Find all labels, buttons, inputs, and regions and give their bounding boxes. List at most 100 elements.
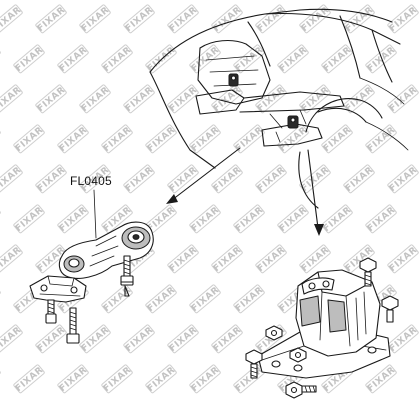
bolt-icon: [265, 325, 283, 341]
watermark-text: FIXAR: [322, 125, 354, 154]
watermark-text: FIXAR: [80, 325, 112, 354]
watermark-stamp: FIXAR: [387, 324, 419, 354]
watermark-stamp: FIXAR: [145, 124, 178, 154]
watermark-stamp: FIXAR: [277, 44, 309, 74]
watermark-stamp: FIXAR: [13, 44, 45, 74]
watermark-text: FIXAR: [212, 325, 244, 354]
watermark-stamp: FIXAR: [123, 324, 156, 354]
watermark-text: FIXAR: [124, 325, 156, 354]
watermark-stamp: FIXAR: [167, 324, 199, 354]
watermark-stamp: FIXAR: [167, 164, 200, 194]
watermark-stamp: FIXAR: [57, 364, 90, 394]
watermark-text: FIXAR: [58, 365, 90, 394]
watermark-stamp: FIXAR: [233, 204, 266, 234]
watermark-text: FIXAR: [0, 45, 1, 74]
watermark-text: FIXAR: [0, 205, 1, 234]
watermark-text: FIXAR: [80, 85, 112, 114]
watermark-stamp: FIXAR: [0, 164, 23, 194]
bolt-icon: [245, 349, 263, 379]
watermark-stamp: FIXAR: [101, 124, 134, 154]
watermark-stamp: FIXAR: [13, 204, 45, 234]
watermark-stamp: FIXAR: [321, 124, 354, 154]
watermark-text: FIXAR: [388, 5, 420, 34]
watermark-stamp: FIXAR: [0, 204, 1, 234]
watermark-text: FIXAR: [168, 5, 200, 34]
watermark-stamp: FIXAR: [0, 244, 23, 274]
watermark-stamp: FIXAR: [343, 164, 376, 194]
watermark-text: FIXAR: [344, 165, 376, 194]
watermark-text: FIXAR: [168, 165, 200, 194]
watermark-stamp: FIXAR: [0, 84, 23, 114]
watermark-stamp: FIXAR: [189, 204, 222, 234]
watermark-text: FIXAR: [278, 205, 310, 234]
bolt-icon: [45, 299, 57, 324]
watermark-text: FIXAR: [234, 205, 266, 234]
watermark-text: FIXAR: [58, 45, 90, 74]
watermark-text: FIXAR: [190, 205, 222, 234]
watermark-text: FIXAR: [146, 285, 178, 314]
watermark-stamp: FIXAR: [277, 124, 309, 154]
watermark-stamp: FIXAR: [387, 244, 419, 274]
pointer-arrow-left: [166, 147, 241, 204]
watermark-stamp: FIXAR: [211, 244, 243, 274]
watermark-stamp: FIXAR: [387, 4, 420, 34]
watermark-stamp: FIXAR: [0, 124, 1, 154]
watermark-stamp: FIXAR: [0, 284, 1, 314]
mounting-bracket: [29, 275, 87, 303]
watermark-text: FIXAR: [102, 45, 134, 74]
watermark-text: FIXAR: [322, 45, 354, 74]
watermark-stamp: FIXAR: [35, 164, 68, 194]
watermark-text: FIXAR: [0, 5, 23, 34]
watermark-text: FIXAR: [14, 125, 46, 154]
watermark-stamp: FIXAR: [13, 364, 46, 394]
watermark-stamp: FIXAR: [299, 244, 332, 274]
watermark-text: FIXAR: [388, 165, 420, 194]
transmission-mount: [257, 269, 391, 379]
watermark-text: FIXAR: [0, 165, 23, 194]
watermark-text: FIXAR: [102, 365, 134, 394]
part-leader-line: [93, 189, 97, 239]
watermark-stamp: FIXAR: [0, 44, 1, 74]
watermark-stamp: FIXAR: [123, 4, 155, 34]
watermark-text: FIXAR: [36, 165, 68, 194]
watermark-text: FIXAR: [256, 85, 288, 114]
watermark-stamp: FIXAR: [0, 324, 23, 354]
vehicle-engine-bay: [149, 8, 409, 209]
watermark-text: FIXAR: [146, 125, 178, 154]
watermark-text: FIXAR: [0, 285, 1, 314]
engine-mount-lower: [287, 115, 299, 129]
watermark-text: FIXAR: [300, 245, 332, 274]
watermark-stamp: FIXAR: [57, 124, 90, 154]
watermark-stamp: FIXAR: [79, 324, 112, 354]
watermark-stamp: FIXAR: [167, 244, 199, 274]
watermark-text: FIXAR: [0, 245, 23, 274]
watermark-stamp: FIXAR: [79, 84, 112, 114]
watermark-stamp: FIXAR: [57, 204, 89, 234]
watermark-text: FIXAR: [366, 365, 398, 394]
watermark-text: FIXAR: [0, 85, 23, 114]
watermark-stamp: FIXAR: [211, 164, 243, 194]
watermark-stamp: FIXAR: [101, 44, 134, 74]
watermark-stamp: FIXAR: [233, 44, 265, 74]
watermark-text: FIXAR: [14, 365, 46, 394]
part-number-label: FL0405: [70, 174, 112, 188]
watermark-stamp: FIXAR: [365, 364, 398, 394]
watermark-stamp: FIXAR: [79, 4, 111, 34]
watermark-text: FIXAR: [168, 85, 200, 114]
watermark-stamp: FIXAR: [0, 4, 23, 34]
watermark-text: FIXAR: [322, 205, 354, 234]
watermark-text: FIXAR: [0, 325, 23, 354]
watermark-text: FIXAR: [102, 285, 134, 314]
watermark-stamp: FIXAR: [189, 124, 221, 154]
bolt-icon: [285, 381, 317, 399]
watermark-text: FIXAR: [388, 85, 420, 114]
engine-mount-upper: [228, 73, 239, 87]
watermark-text: FIXAR: [366, 205, 398, 234]
watermark-text: FIXAR: [58, 125, 90, 154]
bolt-icon: [120, 255, 134, 297]
watermark-stamp: FIXAR: [145, 364, 177, 394]
watermark-stamp: FIXAR: [387, 164, 420, 194]
watermark-text: FIXAR: [102, 125, 134, 154]
watermark-stamp: FIXAR: [35, 324, 67, 354]
